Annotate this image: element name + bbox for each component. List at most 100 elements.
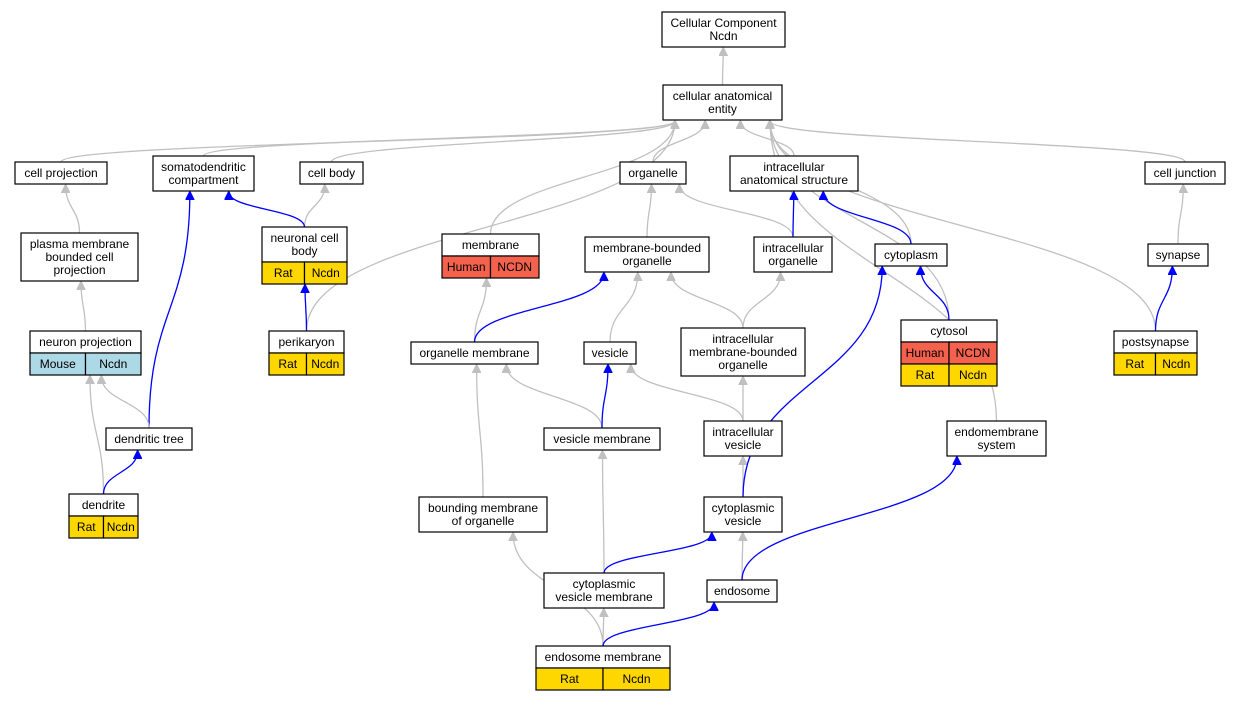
node-box [874, 243, 948, 267]
node-box [662, 84, 783, 121]
node-orgmem[interactable]: organelle membrane [410, 341, 539, 365]
edge-membrane-to-cae [489, 121, 675, 235]
node-box [703, 420, 783, 457]
rat-tag-cell [948, 363, 998, 387]
edge-cae-to-root [723, 48, 724, 86]
node-celljunc[interactable]: cell junction [1144, 161, 1226, 185]
node-label-line: body [291, 244, 317, 258]
node-label-line: compartment [168, 173, 239, 187]
node-label-line: dendritic tree [114, 432, 184, 446]
node-label-line: organelle membrane [419, 346, 529, 360]
node-vesicle[interactable]: vesicle [583, 341, 637, 365]
human-tag-cell [489, 255, 540, 279]
node-label-line: cytoplasm [884, 248, 938, 262]
node-label-line: Ncdn [709, 29, 737, 43]
node-label-line: vesicle membrane [553, 432, 651, 446]
edge-somato-to-cae [202, 121, 675, 157]
edge-dtree-to-neuronproj [101, 376, 150, 429]
node-label-line: cytosol [930, 324, 967, 338]
node-label-line: endomembrane [954, 425, 1038, 439]
node-label-line: intracellular [762, 241, 823, 255]
edge-imbo-to-mbo [671, 273, 744, 329]
mouse-tag-label: Mouse [40, 357, 76, 371]
edge-endosome-to-endosys [741, 457, 957, 581]
node-box [261, 226, 348, 263]
node-box [543, 572, 665, 609]
node-box [619, 161, 687, 185]
node-label-line: membrane-bounded [593, 241, 701, 255]
mouse-tag-cell [84, 352, 142, 376]
rat-tag-label: Rat [274, 266, 293, 280]
edge-bmo-to-orgmem [477, 365, 484, 498]
edge-ias-to-cae [740, 121, 795, 157]
node-synapse[interactable]: synapse [1147, 243, 1209, 267]
edge-dtree-to-somato [148, 192, 190, 429]
node-cytoplasm[interactable]: cytoplasm [874, 243, 948, 267]
rat-tag-label: Ncdn [107, 520, 135, 534]
node-label-line: synapse [1156, 248, 1201, 262]
node-label-line: cytoplasmic [573, 577, 636, 591]
node-vesmem[interactable]: vesicle membrane [543, 427, 661, 451]
rat-tag-cell [1154, 352, 1198, 376]
node-endosome[interactable]: endosome [706, 579, 778, 603]
node-cellproj[interactable]: cell projection [14, 161, 108, 185]
rat-tag-label: Rat [560, 672, 579, 686]
node-label-line: entity [708, 102, 737, 116]
node-label-line: bounding membrane [428, 501, 538, 515]
node-label-line: anatomical structure [740, 173, 848, 187]
node-label-line: of organelle [452, 514, 515, 528]
node-box [583, 341, 637, 365]
node-label-line: somatodendritic [161, 160, 246, 174]
rat-tag-label: Ncdn [622, 672, 650, 686]
edge-perikaryon-to-cae [305, 121, 675, 332]
node-box [105, 427, 193, 451]
rat-tag-cell [305, 352, 345, 376]
edge-postsynapse-to-synapse [1154, 267, 1173, 332]
rat-tag-cell [303, 261, 348, 285]
mouse-tag-label: Ncdn [99, 357, 127, 371]
node-box [1144, 161, 1226, 185]
edge-cvm-to-vesmem [603, 451, 605, 574]
node-label-line: cell projection [24, 166, 97, 180]
rat-tag-cell [602, 667, 671, 691]
node-box [14, 161, 108, 185]
node-label-line: projection [53, 263, 105, 277]
human-tag-label: NCDN [956, 346, 991, 360]
node-organelle[interactable]: organelle [619, 161, 687, 185]
edge-cellbody-to-cae [330, 121, 675, 163]
edge-celljunc-to-cae [770, 121, 1186, 163]
node-box [753, 236, 833, 273]
node-label-line: cell body [308, 166, 355, 180]
human-tag-label: Human [447, 260, 486, 274]
node-dtree[interactable]: dendritic tree [105, 427, 193, 451]
edge-vesmem-to-orgmem [506, 365, 603, 429]
node-label-line: vesicle [725, 514, 762, 528]
node-box [946, 420, 1047, 457]
node-label-line: neuron projection [39, 335, 132, 349]
edge-io-to-organelle [679, 185, 794, 238]
node-cellbody[interactable]: cell body [299, 161, 364, 185]
